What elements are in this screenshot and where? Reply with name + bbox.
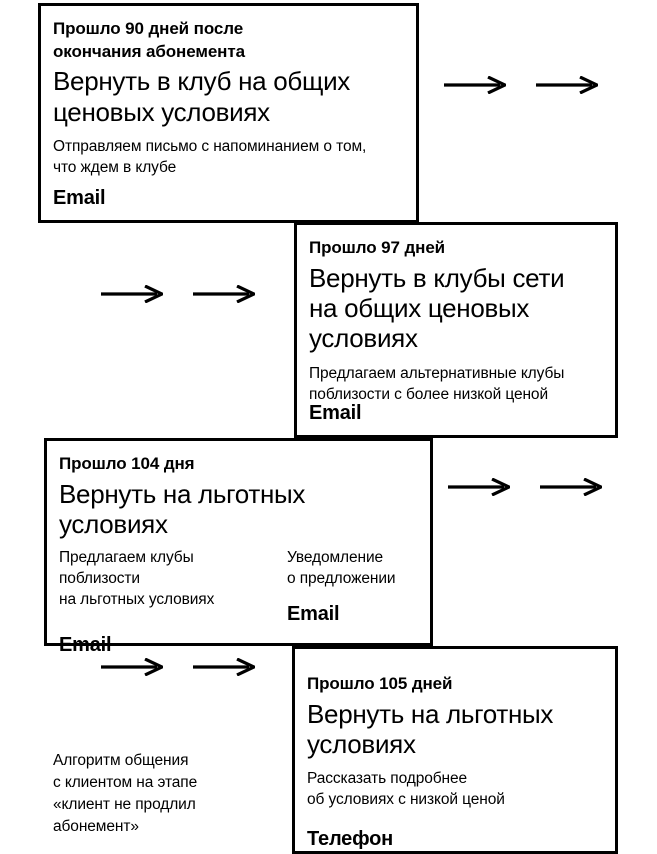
caption-line-3: «клиент не продлил	[53, 796, 196, 813]
step-3-column-2: Уведомление о предложении Email	[287, 548, 447, 625]
step-2-headline-line-3: условиях	[309, 323, 418, 354]
caption-line-1: Алгоритм общения	[53, 752, 189, 769]
step-2-body-line-2: поблизости с более низкой ценой	[309, 385, 548, 403]
step-1-body: Отправляем письмо с напоминанием о том, …	[53, 137, 404, 179]
arrow-pair-3	[448, 478, 602, 496]
step-3-eyebrow: Прошло 104 дня	[59, 453, 418, 476]
step-card-4-content: Прошло 105 дней Вернуть на льготных усло…	[307, 661, 603, 853]
arrow-pair-4	[101, 658, 255, 676]
right-arrow-icon	[101, 285, 163, 303]
caption-line-4: абонемент»	[53, 818, 139, 835]
step-3-col-1-body-line-3: на льготных условиях	[59, 590, 215, 608]
right-arrow-icon	[193, 658, 255, 676]
step-2-headline-line-1: Вернуть в клубы сети	[309, 262, 565, 293]
step-3-col-2-channel-badge: Email	[287, 603, 340, 626]
step-3-col-1-body: Предлагаем клубы поблизости на льготных …	[59, 548, 279, 610]
step-card-3[interactable]: Прошло 104 дня Вернуть на льготных услов…	[44, 438, 433, 656]
step-3-column-1: Предлагаем клубы поблизости на льготных …	[59, 548, 279, 656]
right-arrow-icon	[193, 285, 255, 303]
step-card-1[interactable]: Прошло 90 дней после окончания абонемент…	[38, 3, 419, 223]
step-1-headline: Вернуть в клуб на общих ценовых условиях	[53, 66, 404, 127]
step-card-3-content: Прошло 104 дня Вернуть на льготных услов…	[59, 453, 418, 656]
right-arrow-icon	[536, 76, 598, 94]
step-1-eyebrow: Прошло 90 дней после окончания абонемент…	[53, 18, 404, 63]
step-4-eyebrow: Прошло 105 дней	[307, 673, 603, 696]
step-3-headline: Вернуть на льготных условиях	[59, 479, 418, 540]
step-card-1-content: Прошло 90 дней после окончания абонемент…	[53, 18, 404, 210]
step-2-headline: Вернуть в клубы сети на общих ценовых ус…	[309, 263, 603, 354]
step-3-col-2-body: Уведомление о предложении	[287, 548, 447, 590]
step-4-body-line-1: Рассказать подробнее	[307, 770, 468, 788]
step-2-body: Предлагаем альтернативные клубы поблизос…	[309, 364, 603, 406]
step-4-headline: Вернуть на льготных условиях	[307, 699, 603, 760]
step-1-headline-line-2: ценовых условиях	[53, 96, 270, 127]
step-2-body-line-1: Предлагаем альтернативные клубы	[309, 364, 565, 382]
arrow-pair-1	[444, 76, 598, 94]
step-2-channel-badge: Email	[309, 402, 362, 424]
step-4-channel-badge: Телефон	[307, 828, 394, 850]
step-1-headline-line-1: Вернуть в клуб на общих	[53, 66, 350, 97]
step-card-2-content: Прошло 97 дней Вернуть в клубы сети на о…	[309, 237, 603, 425]
diagram-caption: Алгоритм общения с клиентом на этапе «кл…	[53, 750, 278, 838]
step-4-headline-line-1: Вернуть на льготных	[307, 698, 554, 729]
step-3-col-2-body-line-2: о предложении	[287, 570, 396, 588]
step-4-body-line-2: об условиях с низкой ценой	[307, 791, 505, 809]
step-4-body: Рассказать подробнее об условиях с низко…	[307, 769, 603, 811]
step-3-col-2-body-line-1: Уведомление	[287, 549, 384, 567]
step-1-eyebrow-line-2: окончания абонемента	[53, 41, 245, 61]
step-1-channel-badge: Email	[53, 187, 106, 209]
step-4-headline-line-2: условиях	[307, 729, 416, 760]
step-3-eyebrow-line-1: Прошло 104 дня	[59, 454, 195, 473]
right-arrow-icon	[444, 76, 506, 94]
step-3-headline-line-1: Вернуть на льготных условиях	[59, 478, 306, 540]
step-4-eyebrow-line-1: Прошло 105 дней	[307, 674, 453, 693]
step-2-headline-line-2: на общих ценовых	[309, 293, 530, 324]
step-2-eyebrow: Прошло 97 дней	[309, 237, 603, 260]
step-card-4[interactable]: Прошло 105 дней Вернуть на льготных усло…	[292, 646, 618, 854]
step-2-eyebrow-line-1: Прошло 97 дней	[309, 238, 446, 257]
caption-line-2: с клиентом на этапе	[53, 774, 198, 791]
step-card-2[interactable]: Прошло 97 дней Вернуть в клубы сети на о…	[294, 222, 618, 438]
step-3-col-1-body-line-1: Предлагаем клубы	[59, 549, 194, 567]
right-arrow-icon	[101, 658, 163, 676]
step-1-body-line-2: что ждем в клубе	[53, 158, 177, 176]
step-3-col-1-body-line-2: поблизости	[59, 570, 140, 588]
step-1-eyebrow-line-1: Прошло 90 дней после	[53, 19, 244, 38]
right-arrow-icon	[448, 478, 510, 496]
right-arrow-icon	[540, 478, 602, 496]
step-1-body-line-1: Отправляем письмо с напоминанием о том,	[53, 138, 367, 156]
arrow-pair-2	[101, 285, 255, 303]
step-3-columns: Предлагаем клубы поблизости на льготных …	[59, 548, 418, 680]
step-3-col-1-channel-badge: Email	[59, 634, 112, 657]
